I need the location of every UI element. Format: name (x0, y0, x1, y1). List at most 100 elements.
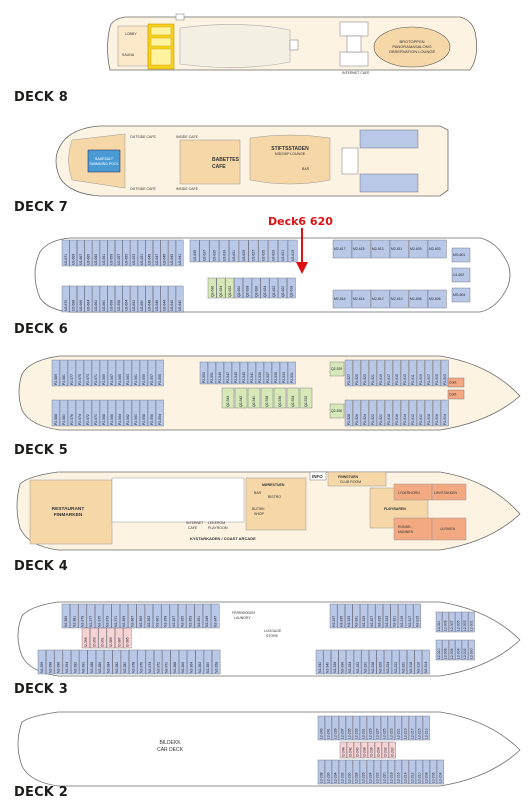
cabin (391, 649, 400, 675)
cabin (202, 603, 212, 629)
cabin (451, 287, 471, 303)
cabin (69, 285, 77, 313)
cabin-number: P2-558 (142, 414, 146, 425)
cabin (436, 759, 444, 785)
cabin-number: L2-229 (369, 728, 373, 739)
deck4-lyder-label: LYDERHORN (398, 491, 420, 495)
deck8-cabins-r (339, 21, 369, 37)
cabin-number: L2-230 (348, 772, 352, 783)
cabin (461, 611, 469, 633)
cabin-number: H2-335 (339, 616, 343, 627)
deck2-label: DECK 2 (14, 785, 69, 800)
cabin-number: M2-603 (429, 247, 441, 251)
cabin-number: N2-332 (356, 662, 360, 673)
cabin (344, 399, 353, 427)
cabin-number: I2-389 (109, 637, 113, 647)
cabin-number: Q2-534 (291, 396, 295, 407)
cabin (448, 611, 456, 633)
cabin-number: U2-642 (170, 300, 174, 311)
cabin-number: N2-317 (408, 616, 412, 627)
cabin-number: U2-648 (147, 300, 151, 311)
cabin (317, 759, 325, 785)
cabin-number: L2-309 (444, 620, 448, 631)
cabin (338, 715, 346, 741)
cabin-number: U2-633 (222, 250, 226, 261)
cabin-number: P2-572 (86, 414, 90, 425)
deck2-car: CAR DECK (157, 747, 184, 753)
cabin (211, 603, 220, 629)
cabin-number: P2-507 (427, 374, 431, 385)
cabin (112, 649, 121, 675)
cabin (243, 277, 252, 299)
cabin (455, 611, 462, 633)
cabin (339, 741, 347, 759)
cabin (136, 603, 145, 629)
deck8-box3 (150, 48, 172, 66)
cabin (399, 649, 407, 675)
cabin-number: N2-315 (415, 616, 419, 627)
cabin-number: U2-654 (125, 300, 129, 311)
cabin (268, 239, 278, 263)
cabin (278, 277, 287, 299)
cabin (388, 741, 396, 759)
cabin-number: N2-399 (40, 662, 44, 673)
cabin (104, 649, 113, 675)
cabin-number: N2-390 (82, 662, 86, 673)
cabin (344, 359, 353, 387)
cabin (353, 741, 361, 759)
cabin-number: L2-223 (390, 728, 394, 739)
cabin-number: I2-387 (117, 637, 121, 647)
cabin-number: Q2-634 (219, 286, 223, 297)
cabin-number: N2-359 (164, 616, 168, 627)
cabin-number: L2-310 (437, 648, 441, 659)
cabin (61, 239, 70, 267)
cabin (234, 277, 243, 299)
cabin-number: N2-371 (114, 616, 118, 627)
cabin (286, 387, 300, 409)
cabin-number: P2-513 (403, 374, 407, 385)
cabin (145, 239, 153, 267)
cabin-number: N2-320 (401, 662, 405, 673)
cabin-number: N2-329 (362, 616, 366, 627)
cabin-number: U2-653 (132, 254, 136, 265)
cabin-number: L2-206 (432, 772, 436, 783)
cabin (315, 649, 324, 675)
deck7-babettes-label2: CAFE (212, 164, 226, 170)
cabin-number: L2-303 (463, 620, 467, 631)
cabin-number: N2-316 (417, 662, 421, 673)
cabin-number: Q2-530 (331, 409, 342, 413)
deck4-finnstuen (327, 471, 387, 487)
cabin (451, 247, 471, 263)
cabin-number: H2-333 (347, 616, 351, 627)
cabin (251, 277, 261, 299)
deck6-label: DECK 6 (14, 322, 69, 337)
cabin-number: I2-395 (84, 637, 88, 647)
cabin (203, 649, 212, 675)
cabin-number: Q2-618 (290, 286, 294, 297)
cabin (346, 649, 354, 675)
cabin (324, 715, 332, 741)
cabin-number: Q2-540 (252, 396, 256, 407)
cabin (239, 361, 248, 385)
cabin-number: I2-236 (370, 747, 374, 757)
cabin-number: P2-514 (403, 414, 407, 425)
cabin-number: U2-639 (193, 250, 197, 261)
deck6-annotation: Deck6 620 (268, 215, 333, 228)
cabin-number: U2-667 (79, 254, 83, 265)
cabin (258, 239, 269, 263)
cabin-number: N2-388 (90, 662, 94, 673)
cabin-number: M2-612 (372, 297, 384, 301)
cabin-number: P2-504 (443, 414, 447, 425)
cabin (392, 399, 401, 427)
cabin-number: U2-668 (71, 300, 75, 311)
cabin-number: M2-609 (410, 247, 422, 251)
cabin-number: P2-524 (363, 414, 367, 425)
cabin-number: P2-503 (443, 374, 447, 385)
cabin-number: MG-604 (453, 293, 465, 297)
cabin (194, 603, 203, 629)
deck4-kitchen (111, 477, 245, 523)
cabin-number: I2-385 (126, 637, 130, 647)
cabin-number: Q2-529 (331, 367, 342, 371)
cabin (332, 239, 352, 259)
